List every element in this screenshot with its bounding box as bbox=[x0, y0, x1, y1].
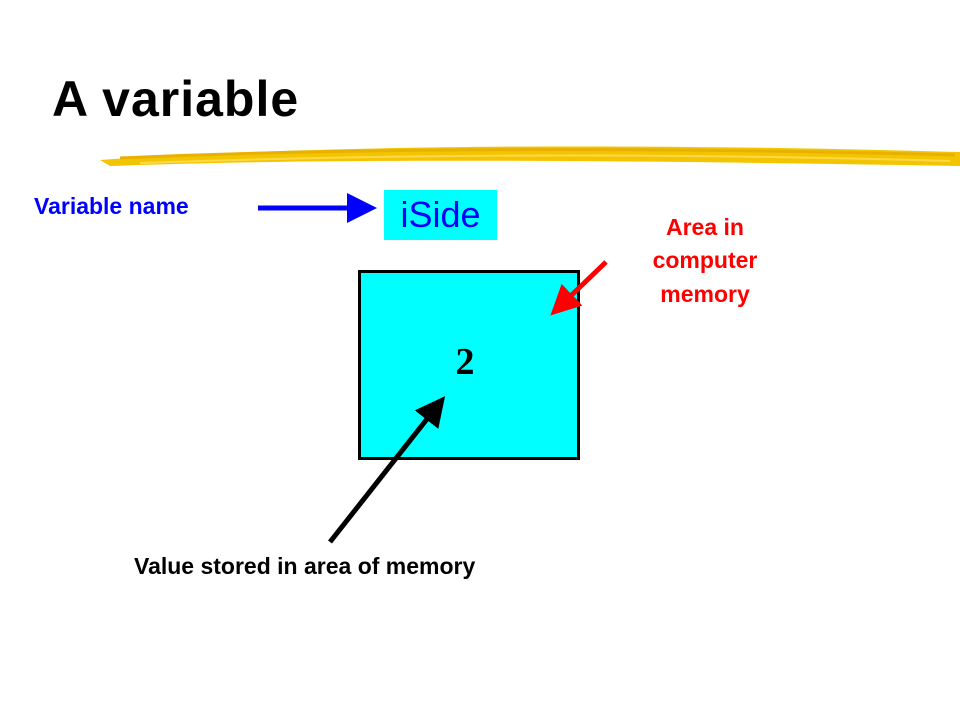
variable-name-box: iSide bbox=[384, 190, 497, 240]
memory-area-label-line-3: memory bbox=[660, 280, 750, 307]
variable-name-label: Variable name bbox=[34, 193, 189, 219]
memory-area-label-line-1: Area in bbox=[666, 214, 744, 240]
variable-name-text: iSide bbox=[400, 194, 481, 235]
stored-value-label: Value stored in area of memory bbox=[134, 553, 476, 579]
memory-area-label-line-2: computer bbox=[652, 247, 758, 274]
slide-title: A variable bbox=[52, 71, 300, 127]
memory-area-label: Area in computer memory bbox=[620, 211, 790, 311]
stored-value: 2 bbox=[455, 341, 475, 383]
